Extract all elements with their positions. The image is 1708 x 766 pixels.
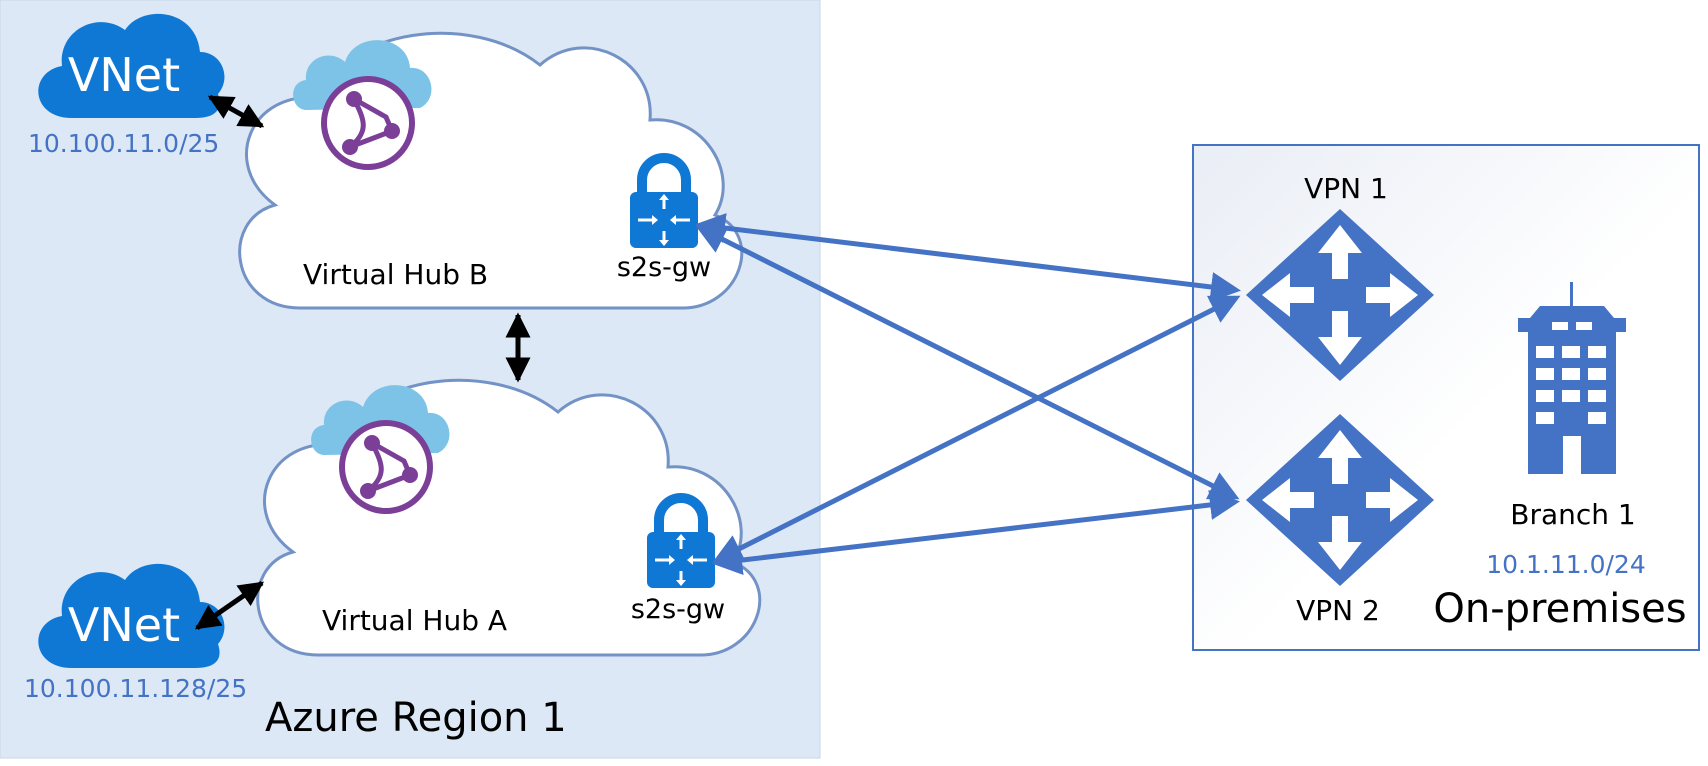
peering-links (194, 94, 531, 631)
vnet-top-cidr: 10.100.11.0/25 (28, 129, 219, 158)
region-label: Azure Region 1 (265, 695, 567, 741)
link-vnet-hubb (207, 94, 265, 129)
vnet-cloud-icon (38, 13, 225, 118)
onprem-label: On-premises (1433, 586, 1686, 632)
vnet-cloud-icon (38, 563, 225, 668)
vpn2-label: VPN 2 (1296, 594, 1380, 627)
hub-a-gateway-label: s2s-gw (631, 594, 725, 625)
hub-b-gateway-label: s2s-gw (617, 252, 711, 283)
hub-a-label: Virtual Hub A (322, 604, 507, 637)
vpn1-label: VPN 1 (1304, 172, 1388, 205)
virtual-hub-icon (293, 40, 432, 167)
link-vnet-huba (194, 580, 265, 631)
office-building-icon (1518, 282, 1626, 474)
vnet-bottom-cidr: 10.100.11.128/25 (24, 674, 247, 703)
vnet-bottom-label: VNet (68, 598, 180, 652)
link-huba-vpn2 (712, 490, 1240, 575)
vnet-top-label: VNet (68, 48, 180, 102)
virtual-hub-icon (311, 385, 450, 511)
s2s-links (695, 213, 1241, 575)
branch-cidr: 10.1.11.0/24 (1486, 550, 1646, 579)
hub-b-label: Virtual Hub B (303, 258, 488, 291)
branch-label: Branch 1 (1510, 498, 1635, 531)
